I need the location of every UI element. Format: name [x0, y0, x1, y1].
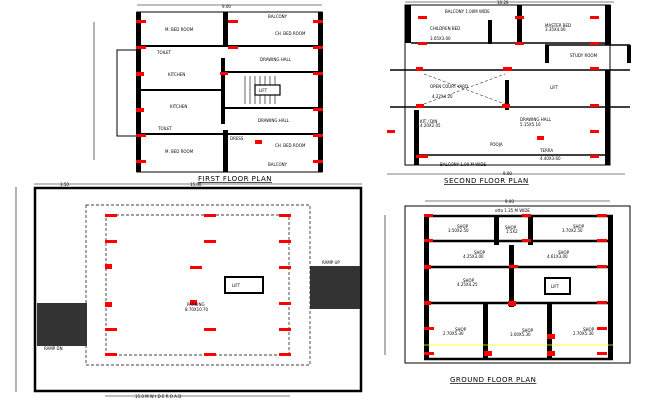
second-floor-width-top: 10.20: [497, 0, 509, 5]
road-label: 15.0 M W I D E R O A D: [135, 394, 181, 399]
room-label: TOILET: [157, 126, 173, 131]
second-floor-width-bottom: 9.00: [503, 171, 512, 176]
parking-area-size: 8.70X10.70: [185, 307, 209, 312]
ground-floor-title: GROUND FLOOR PLAN: [450, 376, 536, 384]
room-label: SHOP: [457, 224, 469, 229]
room-label: SHOP: [522, 328, 534, 333]
room-label: CHILDREN BED: [430, 26, 460, 31]
room-label: SHOP: [505, 225, 517, 230]
second-floor-plan: 10.20 BALCONY 1.00M WIDE CHILDREN BED 3.…: [387, 0, 631, 185]
ground-floor-plan: 9.00 otto 1.35 M WIDE SHOP 3.50X2.50 SHO…: [384, 199, 631, 384]
room-size: 3.50X2.50: [448, 228, 469, 233]
first-floor-plan: 9.00 M. BED ROOM TOILET CH. BED ROOM BAL…: [93, 4, 323, 183]
room-size: 5.15X5.10: [520, 122, 541, 127]
room-label: KIT / DIN: [420, 119, 437, 124]
room-label: OPEN COURT YARD: [430, 84, 468, 89]
room-label: DRAWING HALL: [520, 117, 552, 122]
ramp-up-label: RAMP UP: [322, 260, 340, 265]
first-floor-title: FIRST FLOOR PLAN: [198, 175, 272, 183]
room-label: SHOP: [558, 250, 570, 255]
lift-label: LIFT: [232, 283, 241, 288]
room-label: BALCONY: [268, 162, 288, 167]
first-floor-width-dim: 9.00: [222, 4, 231, 9]
room-label: LIFT: [259, 88, 268, 93]
room-size: 4.25X4.25: [457, 282, 478, 287]
parking-dim-top: 15.00: [190, 182, 202, 187]
room-label: DRAWING HALL: [260, 57, 292, 62]
room-size: 3.70X2.50: [562, 228, 583, 233]
room-label: BALCONY 1.00M WIDE: [445, 9, 490, 14]
room-label: M. BED ROOM: [165, 149, 194, 154]
room-size: 2.70X5.30: [443, 331, 464, 336]
room-label: TERRA: [539, 148, 553, 153]
room-label: CH. BED ROOM: [275, 31, 306, 36]
room-label: SHOP: [573, 224, 585, 229]
room-size: 4.27X4.20: [432, 94, 453, 99]
parking-area-label: PARKING: [187, 302, 205, 307]
room-size: 4.20X2.05: [420, 123, 441, 128]
room-label: SHOP: [455, 327, 467, 332]
second-floor-title: SECOND FLOOR PLAN: [444, 177, 529, 185]
room-label: MASTER BED: [545, 23, 571, 28]
ramp-down: [37, 303, 87, 346]
room-label: SHOP: [474, 250, 486, 255]
room-size: 4.61X3.00: [547, 254, 568, 259]
room-size: 4.40X3.60: [540, 156, 561, 161]
room-label: BALCONY: [268, 14, 288, 19]
room-size: 3.00X5.30: [510, 332, 531, 337]
room-size: 3.05X3.00: [430, 36, 451, 41]
ground-floor-width-dim: 9.00: [505, 199, 514, 204]
room-label: TOILET: [156, 50, 172, 55]
ramp-down-label: RAMP DN: [44, 346, 63, 351]
room-label: LIFT: [551, 284, 560, 289]
room-size: 2.70X5.30: [573, 331, 594, 336]
room-label: SHOP: [463, 278, 475, 283]
parking-dim-left: 3.50: [60, 182, 69, 187]
room-label: M. BED ROOM: [165, 27, 194, 32]
room-size: 1.5X2: [506, 229, 518, 234]
room-size: 4.25X3.00: [463, 254, 484, 259]
room-label: POOJA: [490, 142, 503, 147]
room-label: STUDY ROOM: [570, 53, 598, 58]
ground-top-label: otto 1.35 M WIDE: [495, 208, 530, 213]
room-label: CH. BED ROOM: [275, 143, 306, 148]
room-label: BALCONY 1.00 M WIDE: [440, 162, 486, 167]
room-size: 3.35X4.00: [545, 27, 566, 32]
parking-plan: 3.50 15.00 RAMP DN RAMP UP LIFT PARKING …: [15, 182, 363, 399]
room-label: LIFT: [550, 85, 559, 90]
room-label: DRESS: [230, 136, 244, 141]
room-label: KITCHEN: [168, 72, 185, 77]
ramp-up: [310, 266, 360, 309]
room-label: DRAWING HALL: [258, 118, 290, 123]
room-label: SHOP: [583, 327, 595, 332]
room-label: KITCHEN: [170, 104, 187, 109]
